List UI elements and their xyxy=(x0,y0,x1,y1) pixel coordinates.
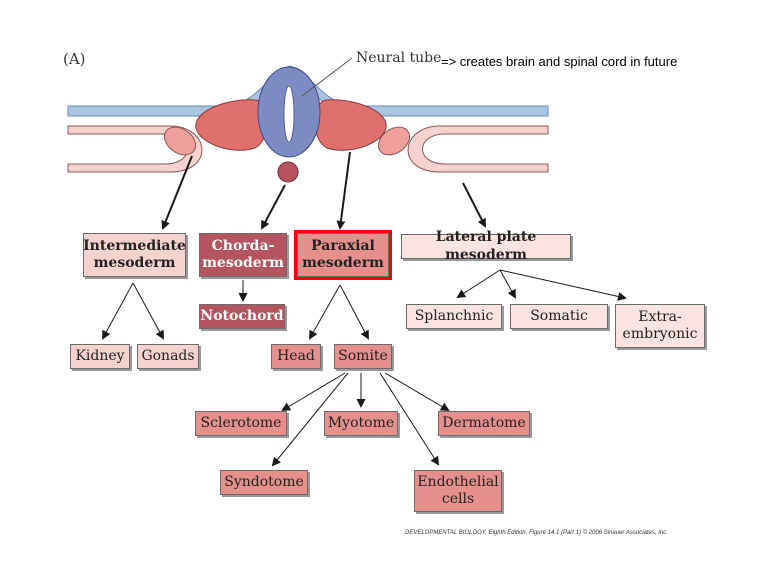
neural-tube-label: Neural tube xyxy=(356,50,442,66)
arrow-somite-dermatome xyxy=(384,372,450,412)
box-syndotome: Syndotome xyxy=(220,470,308,495)
intermediate-mesoderm-right xyxy=(377,126,411,156)
arrow-intermediate-kidney xyxy=(102,282,134,340)
intermediate-mesoderm-left xyxy=(163,126,197,156)
box-lateral-plate-mesoderm: Lateral plate mesoderm xyxy=(401,229,571,263)
arrow-somite-sclerotome xyxy=(281,372,346,412)
box-head: Head xyxy=(271,344,321,369)
arrow-lateral-extraembryonic xyxy=(499,269,627,301)
arrow-somite-syndotome xyxy=(271,372,349,467)
box-intermediate-mesoderm: Intermediate mesoderm xyxy=(83,233,186,277)
figure-credit: DEVELOPMENTAL BIOLOGY, Eighth Edition, F… xyxy=(405,530,668,536)
arrow-to-intermediate xyxy=(161,155,193,230)
arrow-lateral-somatic xyxy=(499,269,516,299)
box-gonads: Gonads xyxy=(137,344,199,369)
box-somatic: Somatic xyxy=(510,304,608,329)
lateral-plate-right xyxy=(407,125,549,173)
box-paraxial-mesoderm: Paraxial mesoderm xyxy=(294,230,392,280)
arrow-somite-endothelial xyxy=(379,372,440,466)
box-kidney: Kidney xyxy=(70,344,130,369)
arrow-to-chorda xyxy=(261,184,286,230)
neural-tube-lumen xyxy=(283,85,295,143)
box-splanchnic: Splanchnic xyxy=(406,304,502,329)
arrow-to-lateral xyxy=(462,182,486,228)
box-chordamesoderm: Chorda-mesoderm xyxy=(199,233,287,277)
neural-tube-callout-line xyxy=(301,57,353,97)
box-dermatome: Dermatome xyxy=(438,411,530,436)
neural-tube-annotation: => creates brain and spinal cord in futu… xyxy=(441,54,678,69)
box-somite: Somite xyxy=(334,344,392,369)
box-notochord: Notochord xyxy=(199,304,285,329)
arrow-paraxial-somite xyxy=(339,284,369,340)
box-extraembryonic: Extra-embryonic xyxy=(615,304,705,348)
box-sclerotome: Sclerotome xyxy=(195,411,287,436)
notochord-shape xyxy=(277,161,299,183)
arrow-to-paraxial xyxy=(336,151,351,230)
arrow-lateral-splanchnic xyxy=(456,269,501,299)
arrow-paraxial-head xyxy=(309,284,341,340)
box-myotome: Myotome xyxy=(324,411,398,436)
box-endothelial-cells: Endothelial cells xyxy=(414,470,502,512)
arrow-intermediate-gonads xyxy=(132,282,164,340)
panel-label: (A) xyxy=(63,50,86,68)
